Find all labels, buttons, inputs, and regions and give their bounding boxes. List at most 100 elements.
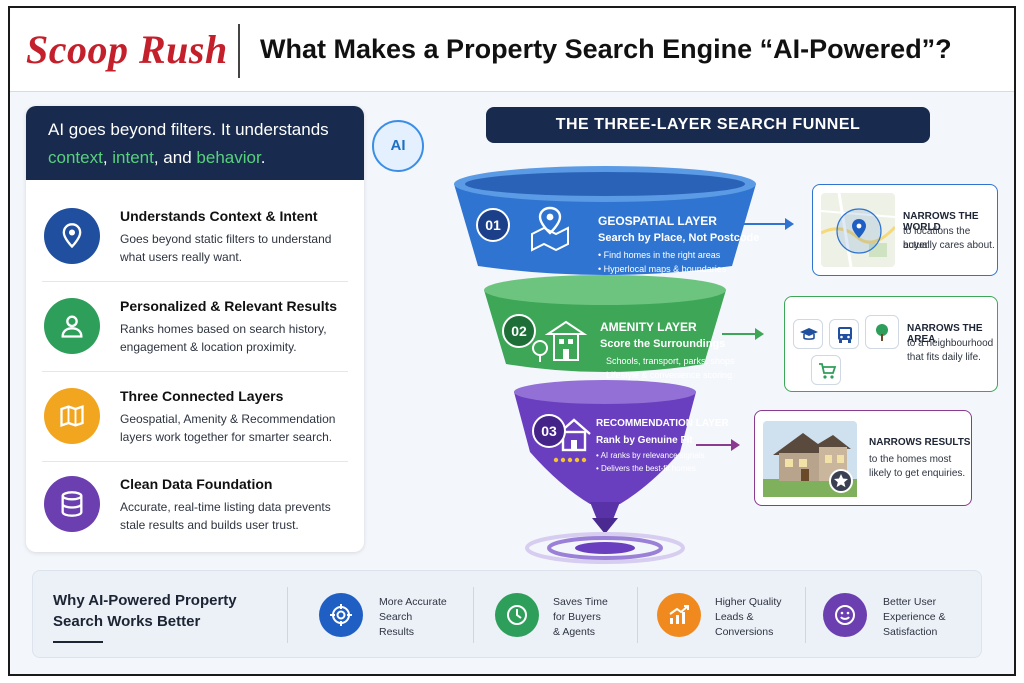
ai-brain-icon: AI (372, 120, 424, 172)
building-icon (532, 320, 588, 362)
map-icon (44, 388, 100, 444)
feature-personalized: Personalized & Relevant Results Ranks ho… (26, 282, 364, 372)
callout-line: actually cares about. (903, 240, 995, 251)
callout-title: NARROWS RESULTS (869, 437, 971, 448)
intro-word-context: context (48, 148, 103, 167)
layer-subtitle: Score the Surroundings (600, 338, 726, 350)
feature-three-layers: Three Connected Layers Geospatial, Ameni… (26, 372, 364, 462)
map-pin-icon (44, 208, 100, 264)
feature-title: Clean Data Foundation (120, 476, 273, 492)
arrow-to-callout-2 (722, 328, 764, 340)
growth-chart-icon (657, 593, 701, 637)
divider (42, 461, 348, 462)
intro-sep-1: , (102, 148, 113, 167)
feature-title: Three Connected Layers (120, 388, 284, 404)
funnel-layer-1-inner (465, 172, 745, 196)
feature-clean-data: Clean Data Foundation Accurate, real-tim… (26, 460, 364, 550)
callout-results: NARROWS RESULTS to the homes most likely… (754, 410, 972, 506)
house-photo-icon (763, 421, 857, 497)
target-ring-inner (575, 542, 635, 554)
brand-logo: Scoop Rush (26, 27, 228, 72)
benefit-line: More Accurate (379, 596, 447, 608)
header: Scoop Rush What Makes a Property Search … (10, 8, 1014, 92)
intro-line-1: AI goes beyond filters. It understands (48, 120, 329, 139)
benefit-line: for Buyers (553, 611, 601, 623)
layer-bullet-text: AI ranks by relevance signals (600, 451, 705, 460)
benefit-line: Results (379, 626, 415, 638)
layer-bullet-text: Hyperlocal maps & boundaries (603, 264, 727, 274)
layer-number-3: 03 (532, 414, 566, 448)
funnel-layer-3-body (514, 392, 696, 504)
arrow-to-callout-3 (696, 439, 740, 451)
layer-bullet: • Hyperlocal maps & boundaries (598, 264, 727, 274)
layer-number-2: 02 (502, 314, 536, 348)
benefits-title-line-2: Search Works Better (53, 613, 201, 630)
benefits-title-line-1: Why AI-Powered Property (53, 592, 237, 609)
target-ring-middle (547, 536, 663, 560)
benefit-line: Saves Time (553, 596, 608, 608)
infographic-frame: Scoop Rush What Makes a Property Search … (8, 6, 1016, 676)
feature-context-intent: Understands Context & Intent Goes beyond… (26, 192, 364, 282)
search-funnel: 01 GEOSPATIAL LAYER Search by Place, Not… (440, 156, 770, 566)
title-underline (53, 641, 103, 643)
divider (42, 281, 348, 282)
layer-name: AMENITY LAYER (600, 320, 697, 334)
layer-subtitle: Rank by Genuine Fit (596, 435, 693, 446)
school-icon (793, 319, 823, 349)
funnel-heading: THE THREE-LAYER SEARCH FUNNEL (486, 107, 930, 143)
rating-stars-icon (553, 457, 587, 463)
callout-area: NARROWS THE AREA to a neighbourhood that… (784, 296, 998, 392)
feature-description: Ranks homes based on search history, eng… (120, 322, 327, 354)
header-divider (238, 24, 240, 78)
funnel-layer-2-body (484, 290, 726, 372)
features-panel: AI goes beyond filters. It understands c… (26, 106, 364, 552)
benefit-line: Experience & (883, 611, 946, 623)
benefit-line: & Agents (553, 626, 596, 638)
mini-map-icon (821, 193, 895, 267)
intro-sep-2: , and (153, 148, 197, 167)
benefit-label: Saves Time for Buyers & Agents (553, 595, 637, 640)
user-icon (44, 298, 100, 354)
target-ring-outer (525, 532, 685, 564)
park-tree-icon (865, 315, 899, 349)
benefit-line: Search (379, 611, 413, 623)
feature-description: Accurate, real-time listing data prevent… (120, 500, 331, 532)
intro-banner: AI goes beyond filters. It understands c… (26, 106, 364, 180)
funnel-arrow-tip (592, 518, 618, 534)
ai-badge-label: AI (390, 137, 406, 154)
layer-name: RECOMMENDATION LAYER (596, 418, 729, 429)
callout-line: to the homes most (869, 454, 952, 465)
benefit-line: Higher Quality (715, 596, 782, 608)
benefit-line: Conversions (715, 626, 774, 638)
feature-description: Geospatial, Amenity & Recommendation lay… (120, 412, 336, 444)
callout-line: likely to get enquiries. (869, 468, 966, 479)
feature-title: Understands Context & Intent (120, 208, 318, 224)
benefit-line: Satisfaction (883, 626, 938, 638)
map-pin-icon (531, 206, 569, 252)
funnel-layer-3-rim (514, 380, 696, 404)
layer-bullet-text: Find homes in the right areas (603, 250, 721, 260)
benefit-line: Better User (883, 596, 937, 608)
layer-number-1: 01 (476, 208, 510, 242)
layer-bullet: Schools, transport, parks, shops (606, 356, 735, 366)
smiley-icon (823, 593, 867, 637)
clock-icon (495, 593, 539, 637)
page-title: What Makes a Property Search Engine “AI-… (260, 34, 952, 64)
layer-subtitle: Search by Place, Not Postcode (598, 232, 760, 244)
database-icon (44, 476, 100, 532)
funnel-layer-1-body (454, 184, 756, 275)
feature-title: Personalized & Relevant Results (120, 298, 338, 314)
layer-name: GEOSPATIAL LAYER (598, 214, 717, 228)
arrow-to-callout-1 (738, 218, 794, 230)
divider (805, 587, 806, 643)
intro-period: . (260, 148, 266, 167)
callout-title: NARROWS THE AREA (907, 323, 983, 345)
layer-bullet: • AI ranks by relevance signals (596, 451, 705, 460)
callout-world: NARROWS THE WORLD to locations the buyer… (812, 184, 998, 276)
bus-icon (829, 319, 859, 349)
callout-line: to locations the buyer (903, 226, 971, 251)
